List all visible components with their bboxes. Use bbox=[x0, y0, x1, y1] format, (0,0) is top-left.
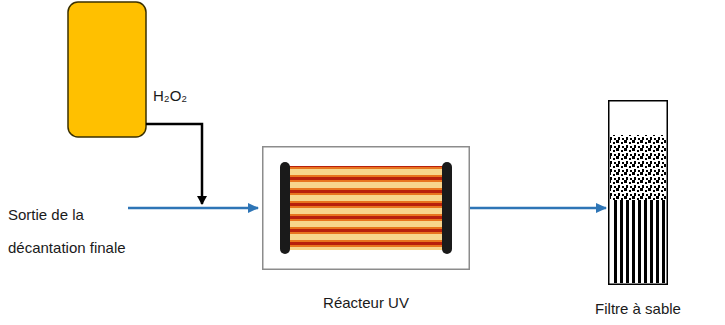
chemical-label: H₂O₂ bbox=[153, 87, 187, 105]
node-caption: Filtre à sable bbox=[595, 300, 681, 317]
node-caption: Réacteur UV bbox=[323, 294, 409, 311]
uv-reactor: Réacteur UV bbox=[262, 146, 470, 270]
inlet-pipe bbox=[128, 207, 258, 210]
pipe-connector bbox=[470, 207, 606, 210]
dosing-line bbox=[146, 124, 202, 204]
sand-filter: Filtre à sable bbox=[608, 100, 668, 285]
reagent-tank bbox=[68, 2, 146, 137]
sand-filter-drawing bbox=[608, 100, 668, 285]
inlet-label: Sortie de la décantation finale bbox=[8, 198, 132, 264]
uv-reactor-drawing bbox=[262, 146, 470, 270]
